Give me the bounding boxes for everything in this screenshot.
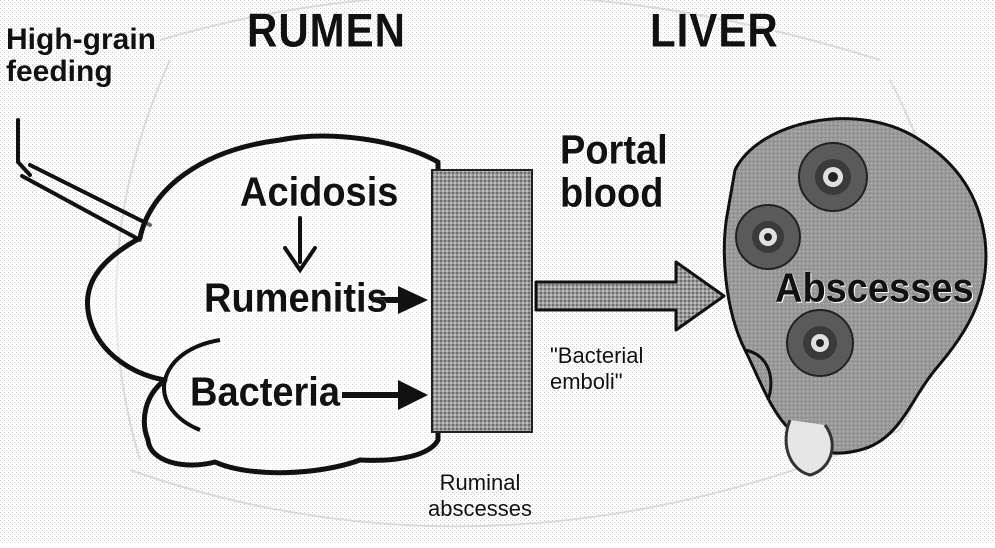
feeding-label: High-grain feeding <box>6 24 156 87</box>
bacteria-label: Bacteria <box>190 372 340 415</box>
rumen-heading: RUMEN <box>247 6 406 55</box>
abscesses-label: Abscesses <box>775 268 974 311</box>
abscess-nodule-3 <box>787 310 853 376</box>
liver-heading: LIVER <box>650 6 779 55</box>
rumen-wall <box>432 170 532 432</box>
feeding-label-line2: feeding <box>6 56 156 88</box>
ruminal-abscesses-label: Ruminal abscesses <box>415 470 545 523</box>
portal-blood-line1: Portal <box>560 130 668 173</box>
bacterial-emboli-label: "Bacterial emboli" <box>550 343 643 396</box>
abscess-nodule-2 <box>736 205 800 269</box>
acidosis-label: Acidosis <box>240 172 398 215</box>
feeding-label-line1: High-grain <box>6 24 156 56</box>
abscess-nodule-1 <box>799 143 867 211</box>
portal-blood-label: Portal blood <box>560 130 668 216</box>
bacterial-emboli-line1: "Bacterial <box>550 343 643 369</box>
rumenitis-label: Rumenitis <box>204 278 388 321</box>
bacterial-emboli-line2: emboli" <box>550 369 643 395</box>
ruminal-abscesses-line2: abscesses <box>415 496 545 522</box>
portal-blood-line2: blood <box>560 173 668 216</box>
ruminal-abscesses-line1: Ruminal <box>415 470 545 496</box>
